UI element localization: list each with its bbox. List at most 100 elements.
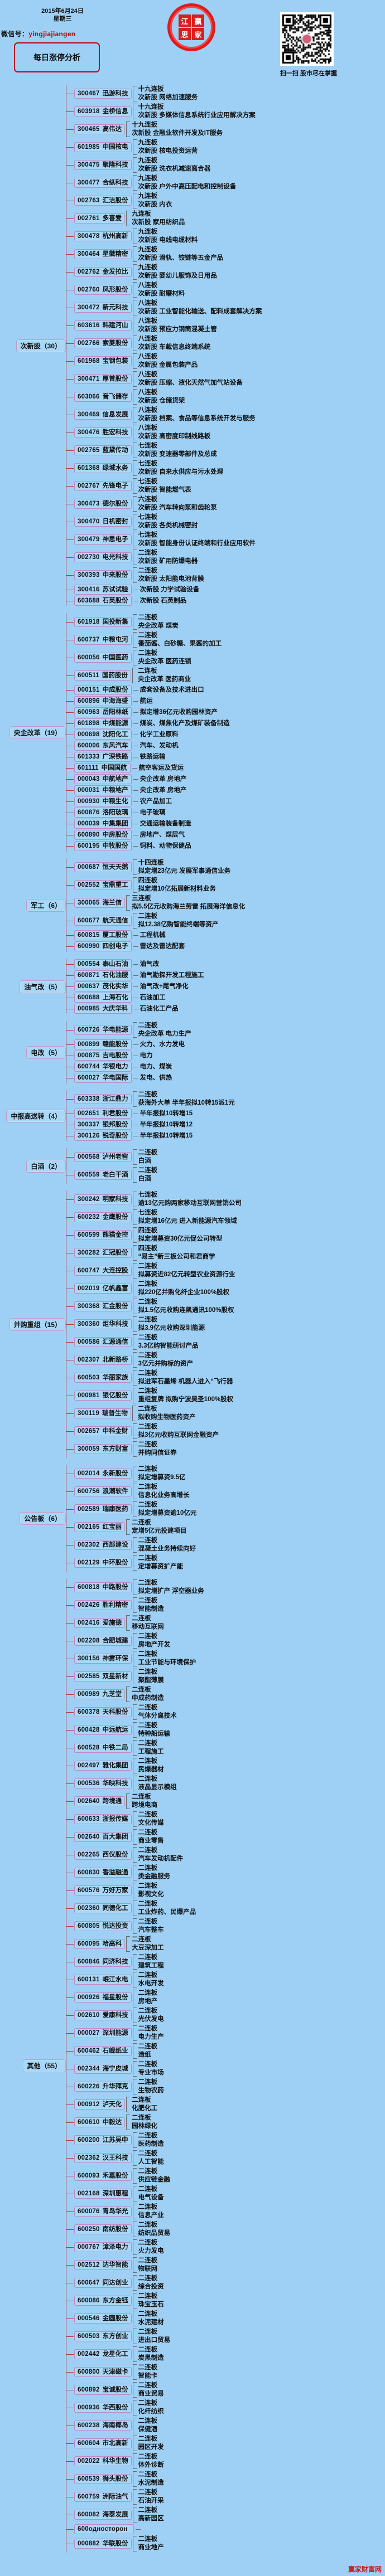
group-label[interactable]: 并购重组（15）: [9, 1318, 66, 1331]
stock-row[interactable]: 600односторон: [66, 2524, 385, 2535]
group-label[interactable]: 电改（5）: [26, 1046, 66, 1059]
group-label[interactable]: 中报高送转（4）: [6, 1109, 66, 1122]
group-label[interactable]: 其他（55）: [22, 2059, 66, 2072]
group-label[interactable]: 油气改（5）: [20, 980, 66, 993]
group-label[interactable]: 军工（6）: [26, 898, 66, 912]
group-label[interactable]: 公告板（6）: [20, 1511, 66, 1525]
